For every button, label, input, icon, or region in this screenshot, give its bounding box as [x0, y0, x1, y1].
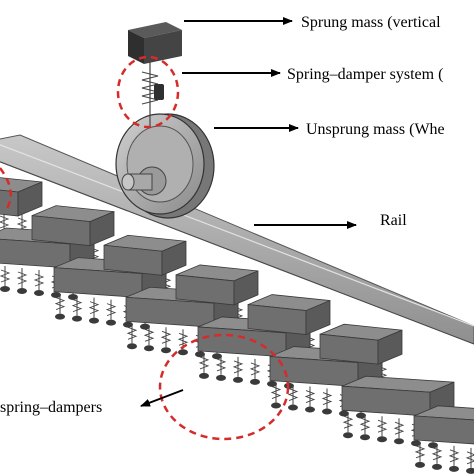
highlight-spring-damper	[116, 55, 180, 129]
support-spring-damper	[105, 299, 117, 326]
support-spring-damper	[393, 418, 405, 445]
support-spring-damper	[232, 356, 244, 383]
support-spring-damper	[54, 293, 66, 320]
sleepers	[0, 177, 474, 445]
support-spring-damper	[359, 414, 371, 441]
highlight-left-edge	[0, 167, 13, 211]
sleeper	[175, 264, 259, 306]
sleeper	[0, 177, 43, 217]
support-spring-damper	[414, 441, 426, 468]
sleeper	[319, 323, 403, 365]
support-spring-damper	[431, 443, 443, 470]
support-spring-damper	[465, 447, 474, 474]
support-spring-damper	[198, 352, 210, 379]
label-sprung-mass: Sprung mass (vertical	[301, 14, 441, 31]
support-spring-damper	[215, 354, 227, 381]
support-spring-damper	[88, 297, 100, 324]
highlight-track-supports	[158, 333, 290, 441]
sprung-mass-block	[128, 22, 182, 64]
support-spring-damper	[71, 295, 83, 322]
support-spring-damper	[160, 327, 172, 354]
support-spring-damper	[448, 445, 460, 472]
label-unsprung-mass: Unsprung mass (Whe	[306, 121, 445, 138]
support-spring-damper	[177, 329, 189, 356]
rail	[0, 134, 474, 345]
support-spring-damper	[0, 266, 11, 292]
sleeper	[103, 234, 187, 276]
label-spring-dampers: spring–dampers	[0, 399, 102, 416]
support-spring-damper	[376, 416, 388, 443]
arrow-spring-dampers	[140, 389, 184, 407]
spring-damper-system	[141, 60, 164, 128]
support-spring-damper	[16, 268, 28, 294]
support-spring-damper	[249, 358, 261, 385]
wheel	[115, 113, 215, 219]
support-spring-damper	[321, 388, 333, 415]
sleeper	[413, 405, 474, 445]
support-spring-damper	[304, 386, 316, 413]
support-spring-damper	[270, 382, 282, 409]
sleeper	[247, 294, 331, 336]
label-spring-damper-system: Spring–damper system (	[287, 66, 443, 83]
support-spring-damper	[126, 323, 138, 350]
sleeper	[31, 205, 115, 247]
support-spring-damper	[143, 325, 155, 352]
support-spring-damper	[287, 384, 299, 411]
support-spring-damper	[33, 270, 45, 296]
label-rail: Rail	[380, 212, 407, 229]
support-spring-damper	[342, 412, 354, 439]
